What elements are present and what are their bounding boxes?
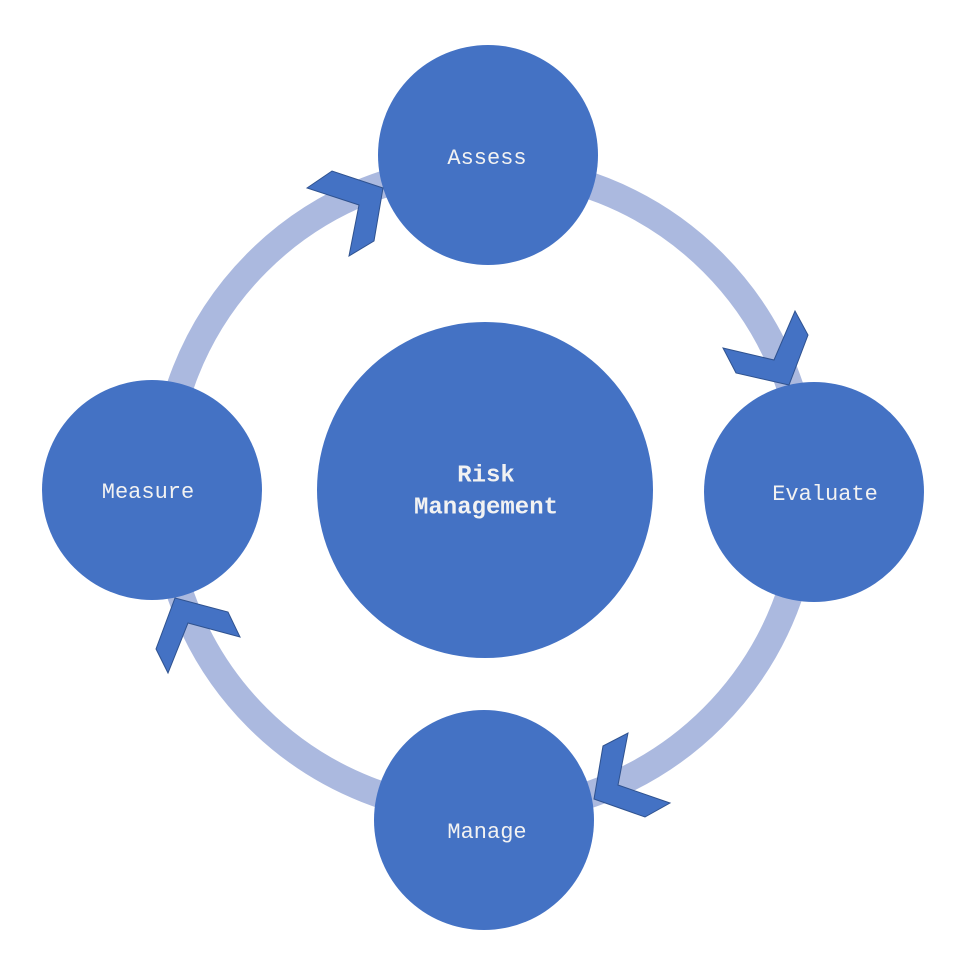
label-measure: Measure — [102, 480, 194, 505]
label-manage: Manage — [447, 820, 526, 845]
node-manage — [374, 710, 594, 930]
center-label-line-2: Management — [414, 494, 558, 521]
arrow-evaluate-to-manage-icon — [593, 732, 672, 818]
node-evaluate — [704, 382, 924, 602]
center-node-risk-management — [317, 322, 653, 658]
arrow-manage-to-measure-icon — [155, 597, 241, 675]
label-evaluate: Evaluate — [772, 482, 878, 507]
node-measure — [42, 380, 262, 600]
label-assess: Assess — [447, 146, 526, 171]
arrow-measure-to-assess-icon — [305, 170, 384, 258]
arrow-assess-to-evaluate-icon — [722, 309, 809, 386]
node-assess — [378, 45, 598, 265]
center-label-line-1: Risk — [457, 462, 515, 489]
